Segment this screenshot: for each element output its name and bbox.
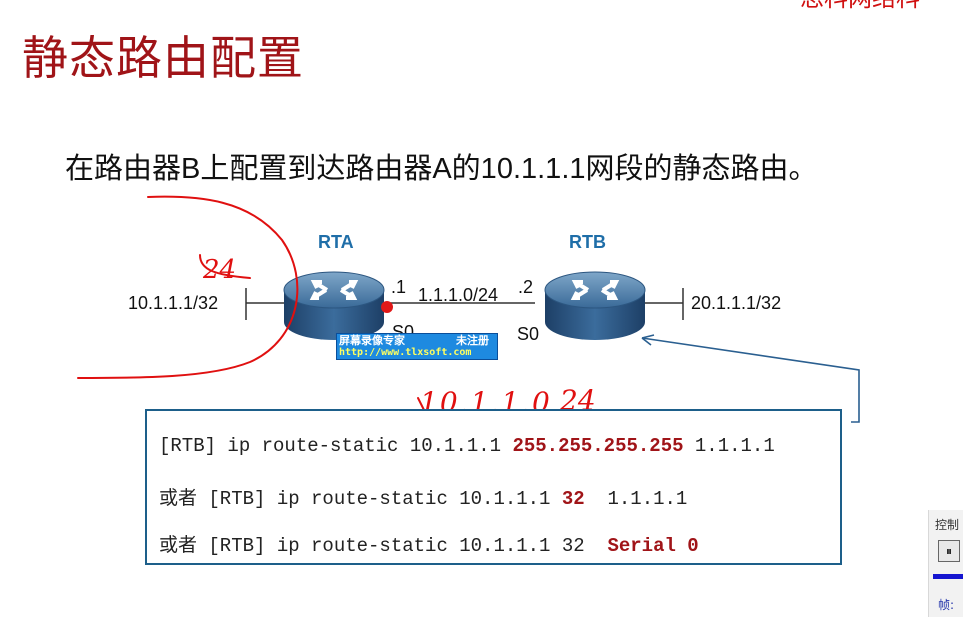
rtb-label: RTB [569, 232, 606, 252]
rtb-router-icon [544, 271, 646, 340]
pause-icon: ⏸ [945, 544, 952, 558]
cmd2-next-hop: 1.1.1.1 [607, 488, 688, 510]
watermark-title: 屏幕录像专家 [339, 334, 405, 347]
control-label: 控制 [935, 518, 960, 532]
watermark-url: http://www.tlxsoft.com [339, 347, 472, 358]
rta-router-icon [283, 271, 385, 340]
cmd3-prefix: 或者 [RTB] ip route-static 10.1.1.1 32 [159, 535, 608, 557]
progress-bar[interactable] [933, 574, 963, 579]
command-line-2: 或者 [RTB] ip route-static 10.1.1.1 32 1.1… [159, 483, 687, 510]
slide-subtitle: 在路由器B上配置到达路由器A的10.1.1.1网段的静态路由。 [65, 153, 818, 185]
command-line-3: 或者 [RTB] ip route-static 10.1.1.1 32 Ser… [159, 530, 699, 557]
corner-brand: 思科网络科 [800, 0, 920, 13]
left-network-label: 10.1.1.1/32 [128, 293, 219, 313]
side-control-panel [928, 510, 963, 617]
handwritten-mask-note: 24 [203, 255, 237, 285]
link-network-label: 1.1.1.0/24 [418, 285, 499, 305]
cmd1-prefix: [RTB] ip route-static [159, 435, 410, 457]
rtb-ip-suffix: .2 [518, 277, 534, 297]
command-line-1: [RTB] ip route-static 10.1.1.1 255.255.2… [159, 435, 775, 457]
right-network-label: 20.1.1.1/32 [691, 293, 782, 313]
slide-title: 静态路由配置 [22, 31, 304, 85]
rta-ip-suffix: .1 [391, 277, 407, 297]
cmd3-interface: Serial 0 [607, 535, 699, 557]
cmd1-mask: 255.255.255.255 [512, 435, 684, 457]
cmd1-next-hop: 1.1.1.1 [694, 435, 775, 457]
command-box: [RTB] ip route-static 10.1.1.1 255.255.2… [145, 409, 842, 565]
watermark-badge[interactable]: 屏幕录像专家 未注册 http://www.tlxsoft.com [336, 333, 498, 360]
watermark-status: 未注册 [456, 334, 489, 347]
rtb-port-label: S0 [517, 324, 540, 344]
frame-label: 帧: [938, 598, 955, 612]
cursor-marker [381, 301, 393, 313]
cmd2-prefix: 或者 [RTB] ip route-static 10.1.1.1 [159, 488, 562, 510]
cmd2-prefix-len: 32 [561, 488, 585, 510]
cmd1-dest: 10.1.1.1 [409, 435, 502, 457]
callout-arrow [641, 337, 860, 423]
pause-button[interactable]: ⏸ [938, 540, 960, 562]
rta-label: RTA [318, 232, 354, 252]
